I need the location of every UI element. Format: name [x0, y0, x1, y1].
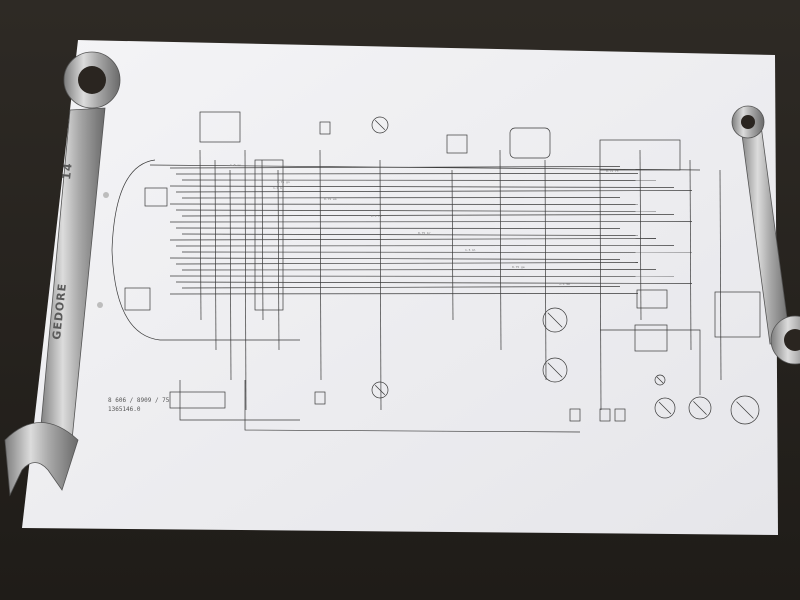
- wire: [175, 281, 693, 284]
- harness-line: [149, 164, 701, 171]
- ground-line: [179, 380, 300, 421]
- wire-label: 0.75 ws: [324, 197, 337, 201]
- wrench-size-text: 14: [60, 162, 75, 181]
- wire: [181, 233, 639, 236]
- ground-line: [244, 380, 581, 433]
- lamp-symbol: [654, 374, 666, 386]
- wire-label: 1.5 bl: [465, 248, 476, 252]
- wire: [181, 214, 675, 217]
- wire-label: 1.5 sw: [559, 282, 570, 286]
- wire: [175, 209, 657, 212]
- wire: [181, 251, 693, 253]
- switch-component: [124, 287, 151, 311]
- right-wrench: [731, 105, 800, 365]
- lamp-cross: [693, 401, 707, 415]
- punch-hole: [97, 302, 103, 308]
- instrument-component: [714, 291, 761, 338]
- wire-label: 0.75 rt: [606, 169, 619, 173]
- wire-riser: [244, 149, 247, 411]
- connector-symbol: [314, 391, 326, 405]
- wire-riser: [544, 159, 547, 381]
- wire: [175, 245, 675, 247]
- wire-label: 1.0 sw: [230, 163, 241, 167]
- wire-riser: [451, 169, 454, 321]
- ring-opening: [78, 66, 106, 94]
- lamp-symbol: [688, 396, 712, 420]
- wire: [175, 262, 639, 265]
- wire-riser: [599, 169, 602, 411]
- relay-component: [636, 289, 668, 309]
- wire-label: 2.5 rt: [371, 214, 382, 218]
- wire: [181, 269, 657, 271]
- part-number-line2: 1365146.0: [108, 406, 141, 413]
- wire: [181, 179, 657, 181]
- wire-riser: [199, 149, 202, 321]
- wire-label: 0.75 gn: [277, 180, 290, 184]
- connector-symbol: [614, 408, 626, 422]
- wire-riser: [719, 169, 722, 381]
- connector-block: [446, 134, 468, 154]
- ring-opening: [741, 115, 755, 129]
- connector-symbol: [599, 408, 611, 422]
- wire-riser: [319, 149, 322, 381]
- wire: [169, 221, 693, 223]
- lamp-symbol: [371, 116, 389, 134]
- wire-riser: [379, 159, 382, 411]
- lamp-cross: [736, 401, 754, 419]
- wire: [169, 257, 621, 260]
- ring-opening: [784, 329, 800, 351]
- wire: [169, 293, 639, 295]
- wire-riser: [499, 149, 502, 351]
- lamp-symbol: [371, 381, 389, 399]
- lamp-cross: [374, 384, 386, 396]
- wire: [181, 197, 621, 199]
- lamp-cross: [547, 312, 563, 328]
- wire-label: 1.0 br: [273, 186, 284, 190]
- lamp-symbol: [542, 307, 568, 333]
- open-end: [4, 422, 79, 497]
- wire-riser: [639, 149, 642, 321]
- connector-symbol: [319, 121, 331, 135]
- lamp-symbol: [730, 395, 760, 425]
- connector-symbol: [569, 408, 581, 422]
- wire-label: 0.75 ge: [512, 265, 525, 269]
- wire-riser: [261, 159, 264, 321]
- lamp-symbol: [542, 357, 568, 383]
- harness-loop: [111, 159, 300, 341]
- wire-label: 0.75 br: [418, 231, 431, 235]
- wire-riser: [277, 169, 280, 351]
- wire: [600, 329, 701, 395]
- lamp-symbol: [654, 397, 676, 419]
- lamp-cross: [656, 376, 664, 384]
- connector-block: [199, 111, 241, 143]
- terminal-block: [169, 391, 226, 409]
- wire: [175, 227, 621, 229]
- switch-component: [144, 187, 168, 207]
- wire: [169, 238, 657, 241]
- wire-riser: [214, 159, 217, 351]
- connector-block: [599, 139, 681, 171]
- punch-hole: [103, 192, 109, 198]
- wire: [169, 203, 639, 205]
- part-number-line1: 8 606 / 8909 / 75: [108, 397, 170, 404]
- relay-component: [634, 324, 668, 352]
- lamp-cross: [547, 362, 563, 378]
- instrument-component: [509, 127, 551, 159]
- wire: [175, 173, 639, 175]
- wire-riser: [689, 159, 692, 351]
- wrench-brand-text: GEDORE: [50, 282, 69, 340]
- lamp-cross: [374, 119, 386, 131]
- wire-riser: [229, 169, 232, 381]
- wiring-diagram: 1.0 sw 0.75 gn 0.75 ws 2.5 rt 0.75 br 1.5 bl 0…: [111, 111, 761, 433]
- fuse-box: [254, 159, 284, 311]
- wire: [169, 185, 675, 188]
- lamp-cross: [658, 401, 672, 415]
- wire: [169, 275, 675, 277]
- left-wrench: GEDORE 14: [4, 51, 121, 497]
